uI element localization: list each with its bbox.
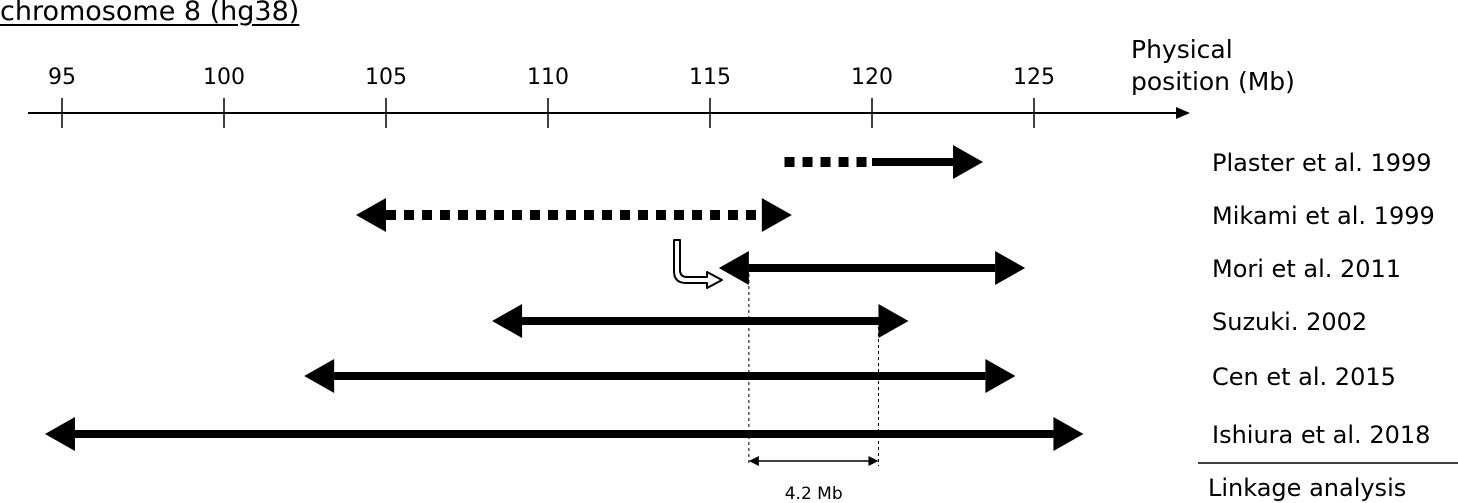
interval-2 (356, 198, 792, 232)
study-label: Suzuki. 2002 (1212, 308, 1367, 336)
x-tick-label: 110 (527, 65, 569, 90)
region-left-arrowhead (748, 456, 759, 466)
interval-right-arrowhead (985, 359, 1016, 393)
interval-right-arrowhead (1053, 417, 1084, 451)
interval-left-arrowhead (44, 417, 75, 451)
interval-1 (784, 145, 983, 179)
x-tick-label: 95 (48, 65, 76, 90)
axis-title-line1: Physical (1131, 35, 1233, 64)
x-tick-label: 105 (365, 65, 407, 90)
interval-left-arrowhead (356, 198, 386, 232)
x-tick-label: 120 (851, 65, 893, 90)
x-tick-label: 115 (689, 65, 731, 90)
study-label: Cen et al. 2015 (1212, 363, 1396, 391)
region-label: 4.2 Mb (785, 484, 843, 503)
region-right-arrowhead (868, 456, 879, 466)
study-label: Mikami et al. 1999 (1212, 202, 1435, 230)
axis-title-line2: position (Mb) (1131, 67, 1295, 96)
interval-left-arrowhead (304, 359, 335, 393)
interval-right-arrowhead (878, 304, 909, 338)
interval-4 (492, 304, 909, 338)
bent-arrow-icon (673, 239, 723, 289)
bars-group (44, 145, 1084, 451)
chart-title: chromosome 8 (hg38) (0, 0, 300, 27)
interval-right-arrowhead (761, 198, 792, 232)
axis-group: 95 100 105 110 115 120 125 (28, 65, 1190, 128)
study-label: Mori et al. 2011 (1212, 255, 1401, 283)
interval-right-arrowhead (995, 251, 1026, 285)
study-label: Plaster et al. 1999 (1212, 149, 1432, 177)
interval-left-arrowhead (718, 251, 749, 285)
interval-3 (718, 251, 1026, 285)
study-label: Ishiura et al. 2018 (1212, 421, 1430, 449)
axis-title: Physical position (Mb) (1131, 34, 1295, 98)
interval-right-arrowhead (953, 145, 983, 179)
interval-5 (304, 359, 1016, 393)
x-axis-arrowhead (1176, 107, 1190, 119)
region-group: 4.2 Mb (748, 268, 879, 503)
x-tick-label: 100 (203, 65, 245, 90)
interval-left-arrowhead (492, 304, 523, 338)
interval-6 (44, 417, 1084, 451)
x-tick-label: 125 (1013, 65, 1055, 90)
footer-label: Linkage analysis (1208, 474, 1406, 502)
